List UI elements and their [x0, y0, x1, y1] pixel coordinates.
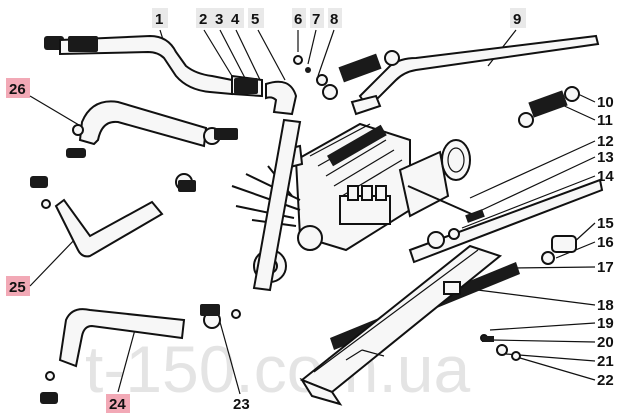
heat-shield	[299, 244, 521, 406]
leader-lines	[29, 29, 596, 395]
callout-20: 20	[597, 334, 614, 351]
callout-18: 18	[597, 297, 614, 314]
callout-15: 15	[597, 215, 614, 232]
callout-13: 13	[597, 149, 614, 166]
callout-21: 21	[597, 353, 614, 370]
callout-9: 9	[513, 11, 521, 28]
callout-11: 11	[597, 112, 613, 129]
callout-26: 26	[9, 81, 26, 98]
exhaust-pipe	[408, 178, 604, 264]
clutch-housing	[398, 139, 477, 218]
right-hose-assembly	[322, 34, 600, 128]
callout-1: 1	[155, 11, 163, 28]
callout-19: 19	[597, 315, 614, 332]
hose-26	[66, 100, 238, 158]
callout-24: 24	[109, 396, 126, 413]
callout-2: 2	[199, 11, 207, 28]
callout-14: 14	[597, 168, 614, 185]
hose-24	[40, 304, 241, 404]
upper-hose-assembly	[44, 34, 328, 116]
watermark: t-150.com.ua	[85, 332, 470, 406]
callout-8: 8	[330, 11, 338, 28]
callout-25: 25	[9, 279, 26, 296]
callout-10: 10	[597, 94, 614, 111]
callout-22: 22	[597, 372, 614, 389]
callout-17: 17	[597, 259, 614, 276]
callout-23: 23	[233, 396, 250, 413]
callout-5: 5	[251, 11, 259, 28]
callout-4: 4	[231, 11, 240, 28]
callout-3: 3	[215, 11, 223, 28]
center-pipe	[252, 118, 302, 292]
callout-12: 12	[597, 133, 614, 150]
hose-25	[30, 173, 196, 258]
engine-block	[231, 122, 411, 283]
callout-7: 7	[312, 11, 320, 28]
callout-labels-top: 1 2 3 4 5 6 7 8 9	[152, 8, 526, 28]
callout-labels-left: 26 25 24 23	[6, 78, 250, 413]
callout-labels-right: 10 11 12 13 14 15 16 17 18 19 20 21 22	[597, 94, 614, 389]
callout-16: 16	[597, 234, 614, 251]
callout-6: 6	[294, 11, 302, 28]
